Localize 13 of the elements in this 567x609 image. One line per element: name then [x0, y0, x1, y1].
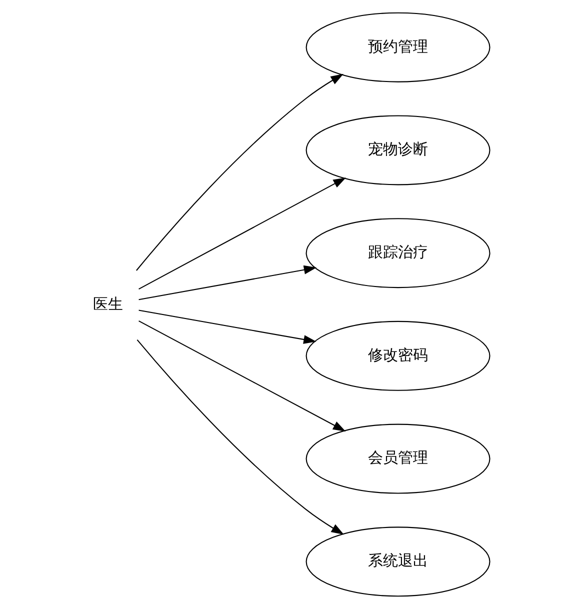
arrow: [136, 339, 344, 535]
arrow: [138, 320, 346, 432]
node-ellipse: 修改密码: [306, 320, 490, 391]
arrow: [138, 178, 346, 290]
arrow: [136, 74, 344, 271]
arrow: [138, 265, 317, 300]
node-ellipse: 会员管理: [306, 424, 490, 494]
node-ellipse: 跟踪治疗: [306, 218, 490, 288]
node-text: 医生: [92, 296, 123, 313]
node-ellipse: 系统退出: [306, 526, 490, 597]
arrow: [138, 310, 316, 344]
node-ellipse: 预约管理: [306, 12, 490, 82]
node-ellipse: 宠物诊断: [306, 115, 490, 186]
